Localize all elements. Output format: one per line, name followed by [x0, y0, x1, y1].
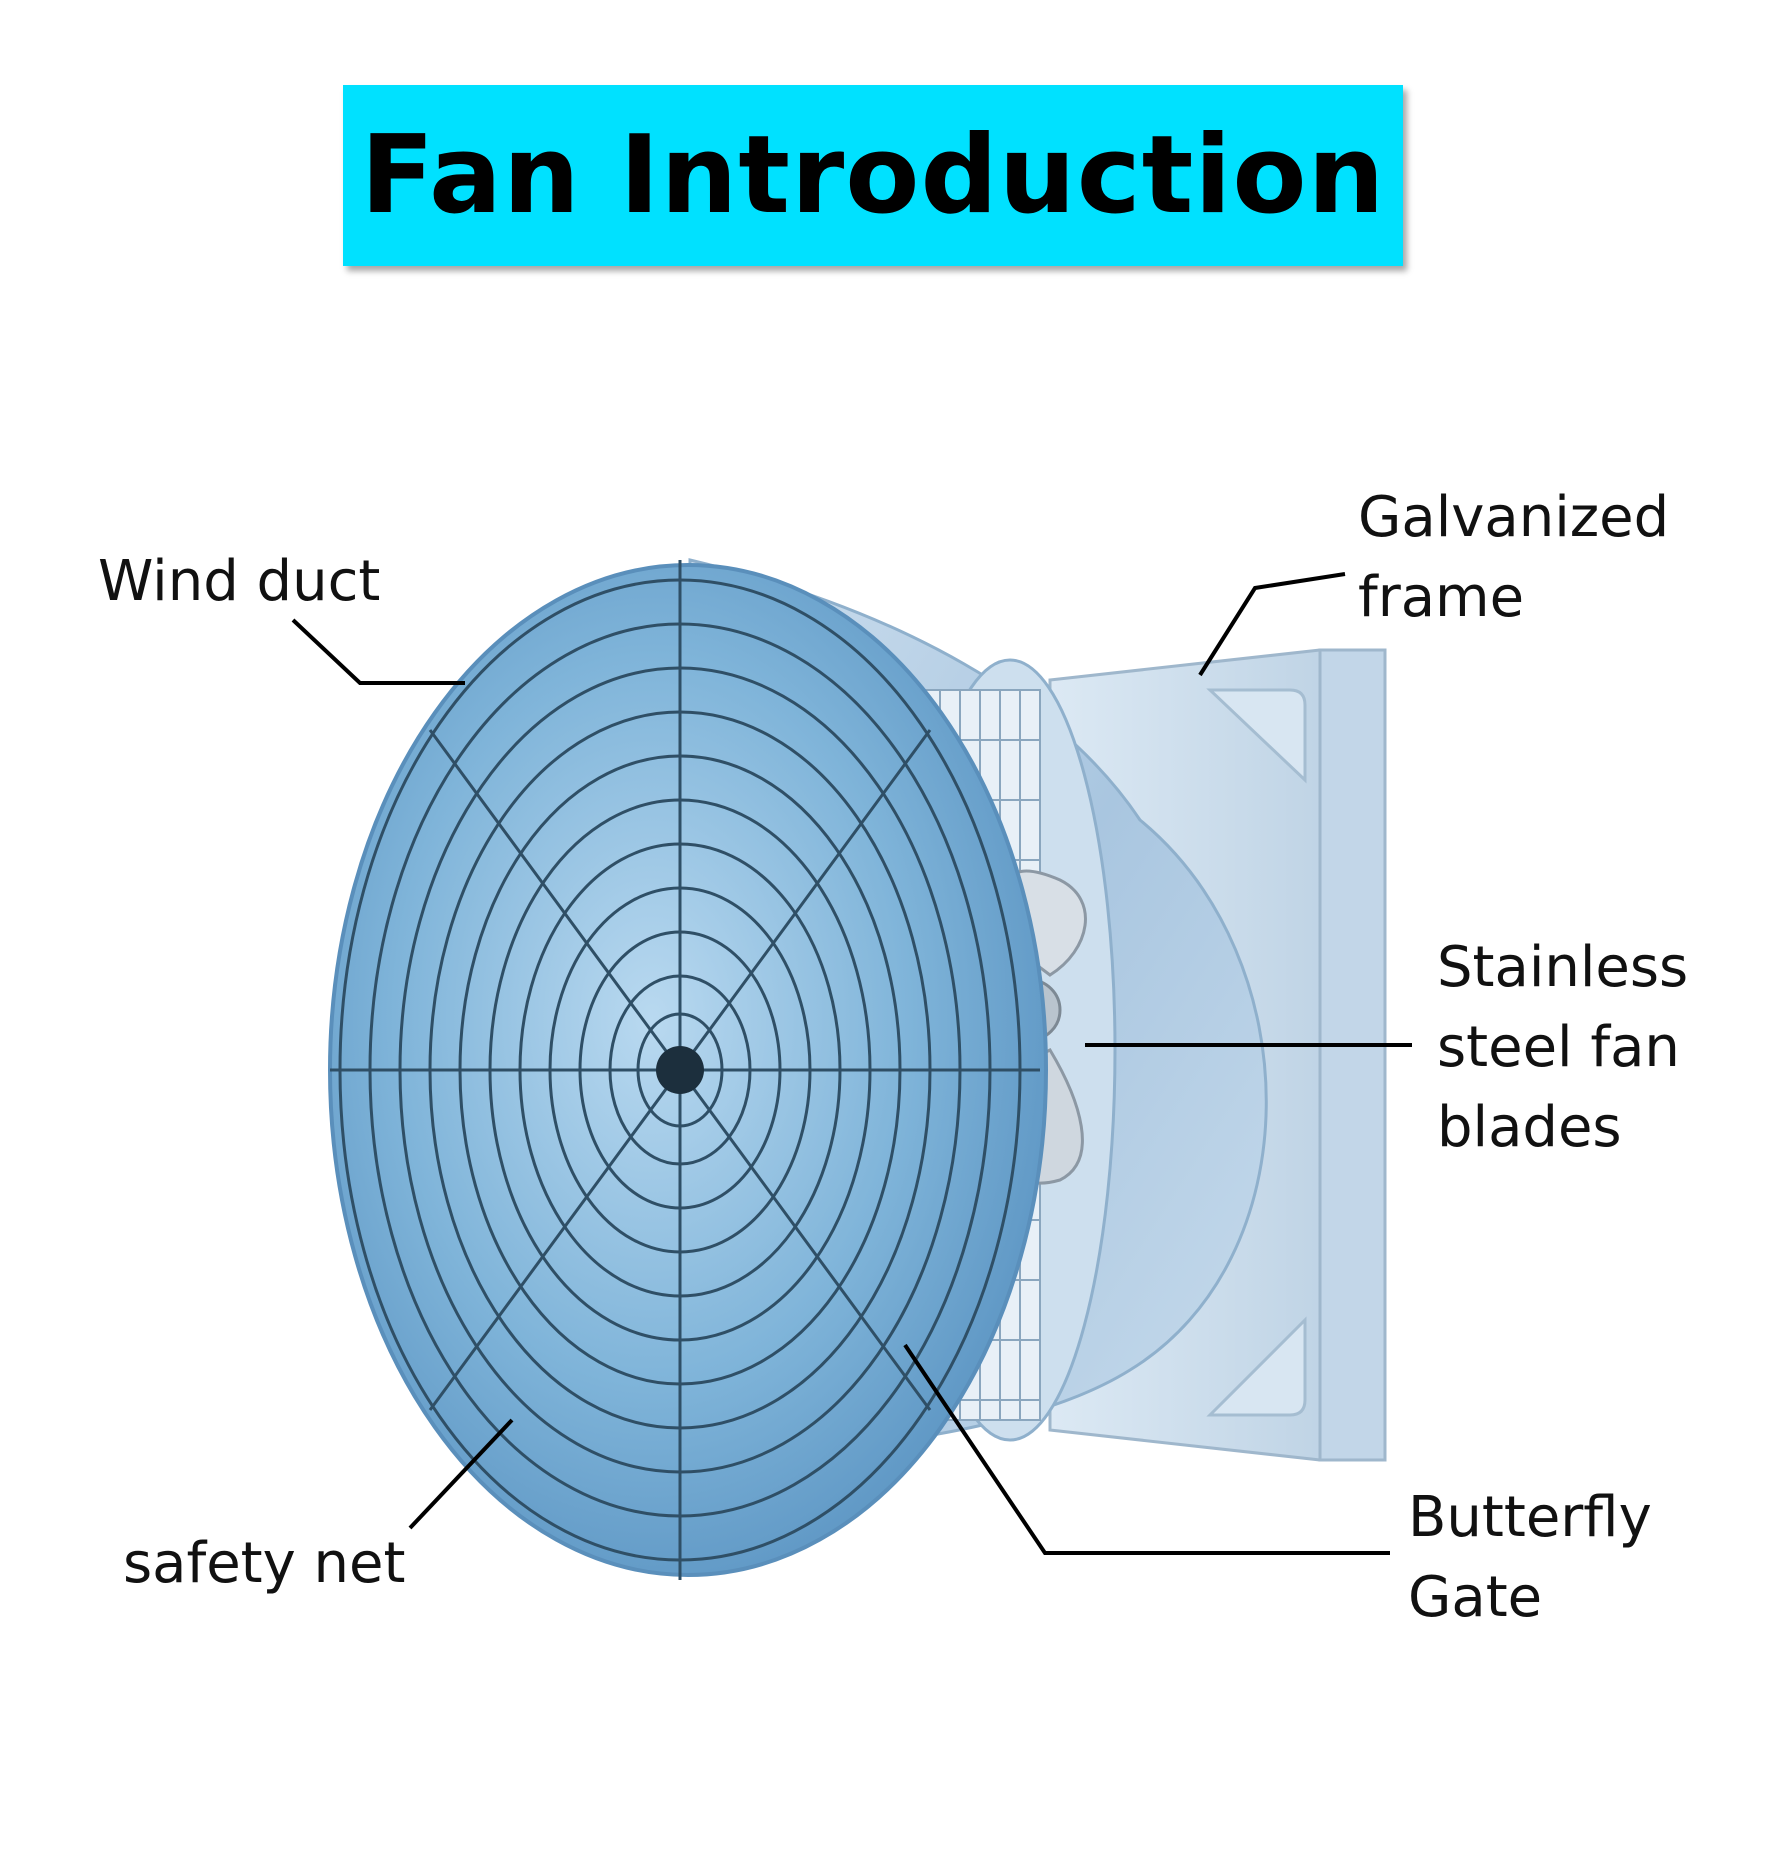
label-fan-blades: Stainless steel fan blades	[1437, 935, 1689, 1160]
label-galvanized-frame: Galvanized frame	[1358, 485, 1670, 630]
leader-safety-net	[408, 1418, 514, 1530]
safety-net	[330, 560, 1040, 1580]
label-butterfly-gate: Butterfly Gate	[1408, 1485, 1652, 1630]
leader-galvanized-frame	[1198, 572, 1346, 677]
label-wind-duct: Wind duct	[98, 549, 381, 614]
leader-butterfly-gate	[903, 1343, 1390, 1555]
title-banner: Fan Introduction	[343, 85, 1403, 266]
page-title: Fan Introduction	[360, 113, 1386, 238]
leader-lines	[291, 572, 1412, 1555]
leader-wind-duct	[291, 618, 465, 685]
label-safety-net: safety net	[123, 1531, 406, 1596]
